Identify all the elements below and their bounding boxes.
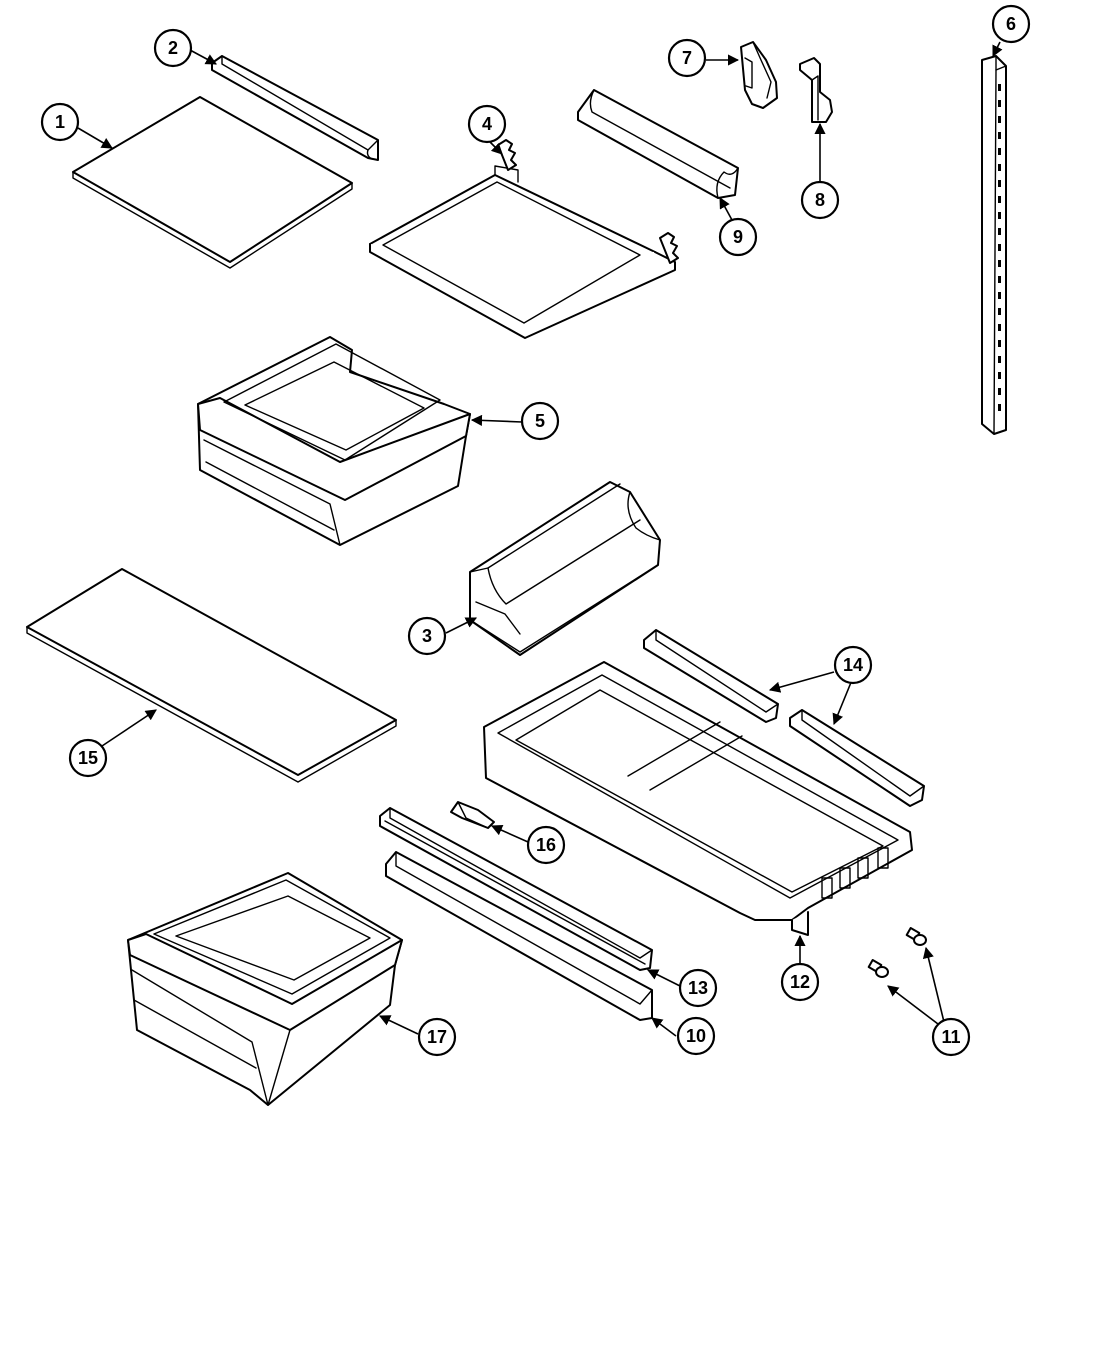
svg-text:17: 17 [427,1027,447,1047]
callout-4: 4 [467,104,507,144]
callouts: 1 2 3 4 5 6 7 8 [40,4,1031,1057]
leader-11a [922,946,945,1023]
svg-text:15: 15 [78,748,98,768]
svg-text:6: 6 [1006,14,1016,34]
svg-text:7: 7 [682,48,692,68]
callout-9: 9 [718,217,758,257]
ladder-slot [998,324,1001,331]
callout-7: 7 [667,38,707,78]
part-11-screw-lower [867,959,889,978]
ladder-slot [998,292,1001,299]
svg-text:14: 14 [843,655,863,675]
callout-2: 2 [153,28,193,68]
ladder-slot [998,260,1001,267]
leader-2 [189,49,217,65]
ladder-slot [998,84,1001,91]
leader-5 [470,414,523,426]
part-14-trim-upper [643,629,779,723]
leader-10 [651,1017,677,1037]
ladder-slot [998,308,1001,315]
leader-1 [77,127,113,149]
ladder-slot [998,132,1001,139]
callout-17: 17 [417,1017,457,1057]
callout-12: 12 [780,962,820,1002]
callout-16: 16 [526,825,566,865]
part-9-shelf-rail [577,89,739,199]
part-2-shelf-trim [211,55,379,161]
part-16-small-clip [450,801,495,829]
ladder-slot [998,180,1001,187]
ladder-slot [998,212,1001,219]
svg-text:2: 2 [168,38,178,58]
callout-10: 10 [676,1016,716,1056]
leader-13 [646,969,681,987]
svg-text:16: 16 [536,835,556,855]
part-5-drawer [197,336,471,546]
ladder-slot [998,228,1001,235]
ladder-slot [998,388,1001,395]
part-4-cantilever-shelf [369,139,679,339]
callout-1: 1 [40,102,80,142]
leader-14a [768,671,835,693]
ladder-slot [998,276,1001,283]
callout-15: 15 [68,738,108,778]
callout-6: 6 [991,4,1031,44]
leader-6 [992,41,1003,58]
part-7-clip [740,41,778,109]
svg-text:5: 5 [535,411,545,431]
ladder-slot [998,116,1001,123]
callout-8: 8 [800,180,840,220]
part-1-glass-shelf [72,96,353,269]
ladder-slot [998,196,1001,203]
ladder-slot [998,372,1001,379]
leader-16 [490,824,529,843]
callout-14: 14 [833,645,873,685]
part-12-cover-frame [483,661,913,936]
leader-lines [77,41,1003,1037]
callout-13: 13 [678,968,718,1008]
svg-text:12: 12 [790,972,810,992]
part-3-bin-tray [469,481,661,656]
part-15-glass-panel [26,568,397,783]
leader-4 [489,141,503,155]
svg-text:10: 10 [686,1026,706,1046]
part-13-long-rail [379,807,653,971]
svg-text:13: 13 [688,978,708,998]
part-6-shelf-ladder [981,55,1007,435]
ladder-slot [998,404,1001,411]
leader-15 [101,709,157,747]
part-17-deli-drawer [127,872,403,1106]
ladder-slot [998,244,1001,251]
part-14-trim-lower [789,709,925,807]
svg-text:3: 3 [422,626,432,646]
svg-text:9: 9 [733,227,743,247]
svg-text:8: 8 [815,190,825,210]
svg-text:1: 1 [55,112,65,132]
part-11-screw-upper [905,927,927,946]
ladder-slot [998,340,1001,347]
leader-3 [445,617,478,634]
part-8-bracket [799,57,833,123]
ladder-slot [998,356,1001,363]
svg-text:4: 4 [482,114,492,134]
callout-3: 3 [407,616,447,656]
callout-5: 5 [520,401,560,441]
leader-14b [832,679,853,726]
leader-11b [887,985,939,1025]
leader-9 [719,197,733,221]
ladder-slot [998,100,1001,107]
svg-text:11: 11 [941,1027,960,1047]
ladder-slot [998,148,1001,155]
ladder-slot [998,164,1001,171]
callout-11: 11 [931,1017,971,1057]
leader-17 [378,1015,419,1035]
